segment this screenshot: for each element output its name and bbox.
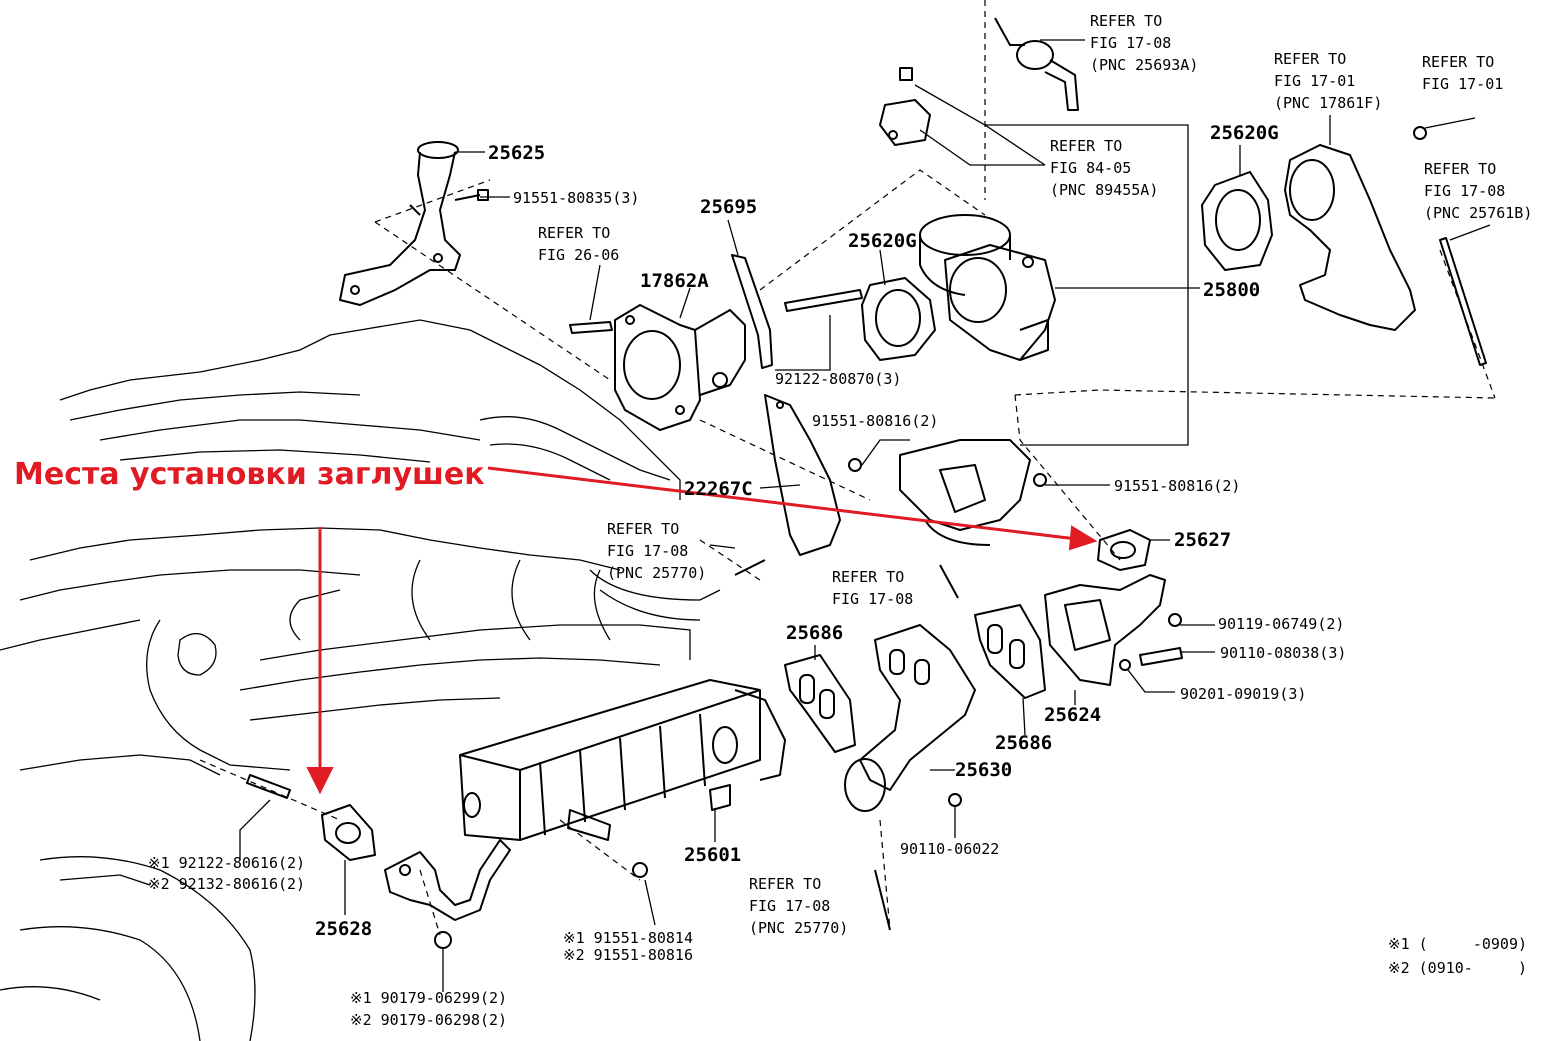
refer-25761B: REFER TO FIG 17-08 (PNC 25761B)	[1424, 160, 1532, 222]
refer-25693A: REFER TO FIG 17-08 (PNC 25693A)	[1090, 12, 1198, 74]
svg-text:(PNC 17861F): (PNC 17861F)	[1274, 94, 1382, 112]
svg-text:※1 90179-06299(2): ※1 90179-06299(2)	[350, 989, 507, 1007]
refer-17861F: REFER TO FIG 17-01 (PNC 17861F)	[1274, 50, 1382, 112]
svg-text:REFER TO: REFER TO	[1274, 50, 1346, 68]
part-number-25628: 25628	[315, 918, 372, 940]
svg-text:(PNC 89455A): (PNC 89455A)	[1050, 181, 1158, 199]
gasket-25628	[321, 804, 376, 861]
svg-text:REFER TO: REFER TO	[538, 224, 610, 242]
stud-92122-80616	[246, 774, 291, 799]
bolt-90110-08038	[1139, 647, 1183, 666]
svg-text:REFER TO: REFER TO	[749, 875, 821, 893]
svg-text:FIG 17-08: FIG 17-08	[749, 897, 830, 915]
legend-item-2: ※2 (0910- )	[1388, 959, 1527, 977]
hose-22267C	[764, 394, 841, 556]
svg-text:(PNC 25770): (PNC 25770)	[607, 564, 706, 582]
gasket-25627	[1097, 529, 1151, 571]
leader-lines	[239, 39, 1491, 992]
annotation-title: Места установки заглушек	[14, 457, 485, 492]
svg-text:(PNC 25761B): (PNC 25761B)	[1424, 204, 1532, 222]
refer-26-06: REFER TO FIG 26-06	[538, 224, 619, 264]
gasket-25620G-middle	[861, 277, 936, 361]
svg-text:REFER TO: REFER TO	[1090, 12, 1162, 30]
svg-text:FIG 17-08: FIG 17-08	[1424, 182, 1505, 200]
bolt-91551-80835	[454, 189, 489, 201]
svg-text:REFER TO: REFER TO	[607, 520, 679, 538]
svg-text:FIG 17-08: FIG 17-08	[832, 590, 913, 608]
part-number-25625: 25625	[488, 142, 545, 164]
part-number-25686-right: 25686	[995, 732, 1052, 754]
part-number-25620G-right: 25620G	[1210, 122, 1279, 144]
gasket-25695	[731, 254, 773, 369]
svg-text:※2 92132-80616(2): ※2 92132-80616(2)	[148, 875, 305, 893]
svg-text:FIG 26-06: FIG 26-06	[538, 246, 619, 264]
gasket-25686-right	[974, 604, 1046, 699]
part-number-25601: 25601	[684, 844, 741, 866]
valve-bracket-center	[848, 439, 1047, 546]
part-number-25695: 25695	[700, 196, 757, 218]
svg-text:REFER TO: REFER TO	[1422, 53, 1494, 71]
egr-cooler-25601	[459, 679, 786, 878]
svg-text:REFER TO: REFER TO	[832, 568, 904, 586]
part-number-25620G-middle: 25620G	[848, 230, 917, 252]
svg-text:(PNC 25693A): (PNC 25693A)	[1090, 56, 1198, 74]
sensor-89455A	[879, 67, 931, 146]
part-number-91551-80835: 91551-80835(3)	[513, 189, 639, 207]
part-number-90110-06022: 90110-06022	[900, 840, 999, 858]
red-annotation-arrows	[306, 466, 1098, 795]
stud-92122-80870	[784, 289, 863, 312]
svg-text:※2 90179-06298(2): ※2 90179-06298(2)	[350, 1011, 507, 1029]
part-number-25686-left: 25686	[786, 622, 843, 644]
part-number-25627: 25627	[1174, 529, 1231, 551]
egr-valve-25800	[919, 214, 1056, 361]
gasket-25620G-right	[1201, 171, 1273, 271]
svg-text:FIG 17-08: FIG 17-08	[607, 542, 688, 560]
svg-text:FIG 17-01: FIG 17-01	[1422, 75, 1503, 93]
part-number-90201-09019: 90201-09019(3)	[1180, 685, 1306, 703]
svg-text:REFER TO: REFER TO	[1050, 137, 1122, 155]
pipe-25693A	[994, 17, 1079, 111]
pipe-17861F	[1284, 126, 1427, 331]
stud-left	[569, 321, 613, 334]
rod-25761B	[1439, 237, 1487, 366]
part-number-nut-variants: ※1 90179-06299(2) ※2 90179-06298(2)	[350, 989, 507, 1029]
part-number-25624: 25624	[1044, 704, 1101, 726]
svg-text:※2 91551-80816: ※2 91551-80816	[563, 946, 693, 964]
svg-text:※1 91551-80814: ※1 91551-80814	[563, 929, 693, 947]
part-number-22267C: 22267C	[684, 478, 753, 500]
part-number-91551-80816-upper: 91551-80816(2)	[812, 412, 938, 430]
part-number-92122-80870: 92122-80870(3)	[775, 370, 901, 388]
part-number-90110-08038: 90110-08038(3)	[1220, 644, 1346, 662]
engine-block-outline	[0, 319, 721, 1041]
refer-25770-lower: REFER TO FIG 17-08 (PNC 25770)	[749, 875, 848, 937]
gasket-25686-left	[784, 654, 856, 753]
part-number-bolt-variants-cooler: ※1 91551-80814 ※2 91551-80816	[563, 929, 693, 964]
svg-text:※1 92122-80616(2): ※1 92122-80616(2)	[148, 854, 305, 872]
rod-refer-17-08	[734, 559, 959, 931]
part-number-17862A: 17862A	[640, 270, 709, 292]
bracket-25625	[339, 141, 461, 306]
part-number-91551-80816-right: 91551-80816(2)	[1114, 477, 1240, 495]
part-number-90119-06749: 90119-06749(2)	[1218, 615, 1344, 633]
part-number-25800: 25800	[1203, 279, 1260, 301]
legend-item-1: ※1 ( -0909)	[1388, 935, 1527, 953]
throttle-body-17862A	[614, 304, 746, 431]
svg-text:(PNC 25770): (PNC 25770)	[749, 919, 848, 937]
egr-pipe-25630	[844, 624, 976, 812]
elbow-25624	[1044, 574, 1182, 686]
svg-text:FIG 17-08: FIG 17-08	[1090, 34, 1171, 52]
refer-25770-upper: REFER TO FIG 17-08 (PNC 25770)	[607, 520, 706, 582]
part-number-25630: 25630	[955, 759, 1012, 781]
svg-text:FIG 84-05: FIG 84-05	[1050, 159, 1131, 177]
svg-text:FIG 17-01: FIG 17-01	[1274, 72, 1355, 90]
refer-17-01: REFER TO FIG 17-01	[1422, 53, 1503, 93]
part-number-stud-variants: ※1 92122-80616(2) ※2 92132-80616(2)	[148, 854, 305, 893]
assembly-bracket-25800	[985, 124, 1200, 446]
legend: ※1 ( -0909) ※2 (0910- )	[1388, 935, 1527, 977]
svg-text:REFER TO: REFER TO	[1424, 160, 1496, 178]
cooler-outlet-pipe	[384, 839, 511, 949]
refer-17-08-middle: REFER TO FIG 17-08	[832, 568, 913, 608]
refer-89455A: REFER TO FIG 84-05 (PNC 89455A)	[1050, 137, 1158, 199]
